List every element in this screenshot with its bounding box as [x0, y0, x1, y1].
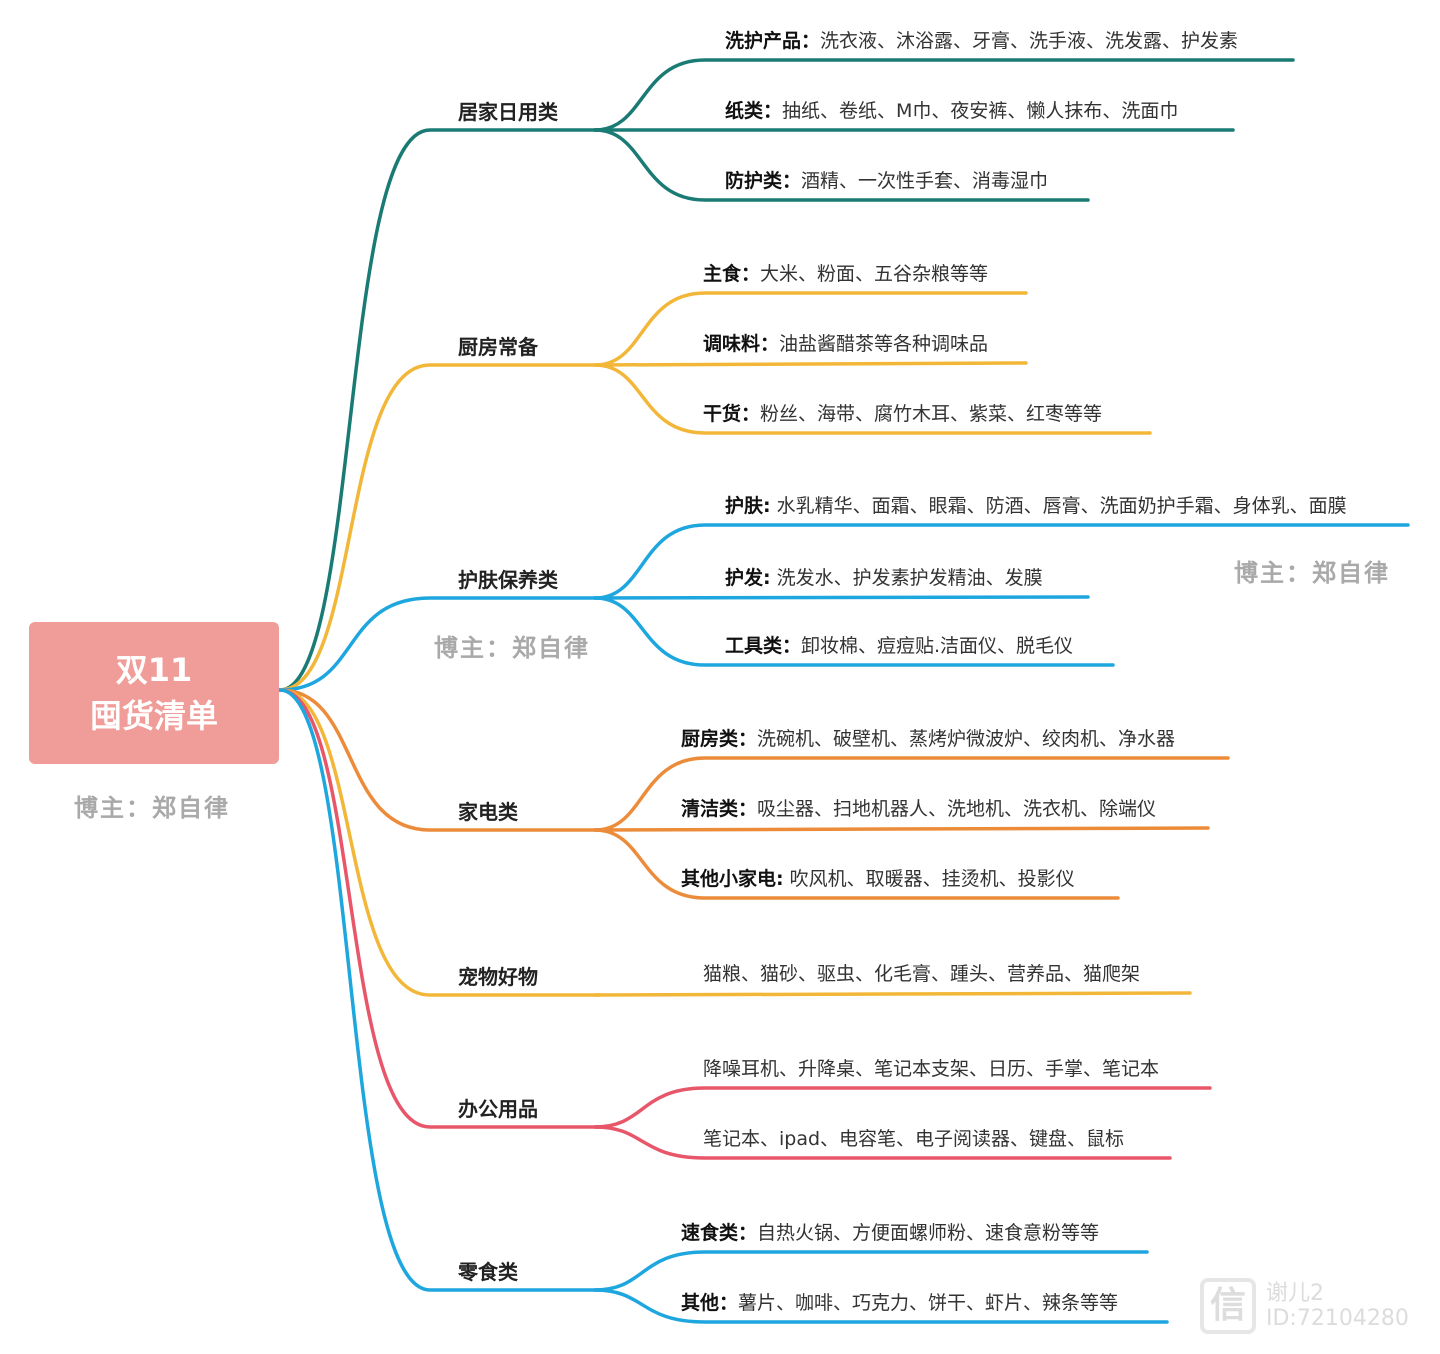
leaf-items: 卸妆棉、痘痘贴.洁面仪、脱毛仪: [801, 635, 1074, 657]
root-node: 双11 囤货清单: [29, 622, 279, 764]
leaf-connector: [593, 363, 1152, 435]
leaf-category: 厨房类：: [681, 728, 758, 750]
root-title-line1: 双11: [115, 651, 193, 689]
watermark-text: 博主：郑自律: [74, 794, 230, 822]
branch-connector: [278, 688, 602, 832]
leaf-node: 主食：大米、粉面、五谷杂粮等等: [703, 259, 988, 286]
leaf-items: 抽纸、卷纸、M巾、夜安裤、懒人抹布、洗面巾: [782, 100, 1179, 122]
branch-node: 家电类: [458, 800, 518, 824]
branch-node: 办公用品: [458, 1097, 538, 1121]
leaf-category: 工具类：: [725, 635, 802, 657]
leaf-connector: [593, 596, 1115, 667]
leaf-node: 降噪耳机、升降桌、笔记本支架、日历、手掌、笔记本: [703, 1054, 1159, 1081]
leaf-category: 调味料：: [703, 333, 780, 355]
leaf-connector: [593, 1250, 1149, 1292]
root-title-line2: 囤货清单: [89, 697, 218, 735]
leaf-items: 猫粮、猫砂、驱虫、化毛膏、踵头、营养品、猫爬架: [703, 963, 1141, 985]
leaf-items: 大米、粉面、五谷杂粮等等: [760, 263, 989, 285]
leaf-connector: [593, 595, 1090, 600]
branch-connector: [278, 688, 602, 1292]
leaf-connector: [593, 128, 1090, 202]
branch-connector: [278, 596, 602, 692]
leaf-items: 酒精、一次性手套、消毒湿巾: [801, 170, 1049, 192]
corner-watermark: 信 谢儿2 ID:72104280: [1200, 1278, 1409, 1334]
leaf-category: 速食类：: [681, 1222, 758, 1244]
branch-node: 居家日用类: [458, 100, 558, 124]
leaf-items: 粉丝、海带、腐竹木耳、紫菜、红枣等等: [760, 403, 1103, 425]
leaf-items: 洗碗机、破壁机、蒸烤炉微波炉、绞肉机、净水器: [757, 728, 1176, 750]
leaf-node: 调味料：油盐酱醋茶等各种调味品: [703, 329, 988, 356]
leaf-connector: [593, 756, 1230, 832]
branch-connector: [278, 128, 602, 692]
watermark-text: 博主：郑自律: [1234, 559, 1390, 587]
leaf-node: 工具类：卸妆棉、痘痘贴.洁面仪、脱毛仪: [725, 631, 1073, 658]
leaf-items: 洗发水、护发素护发精油、发膜: [770, 567, 1043, 589]
leaf-items: 笔记本、ipad、电容笔、电子阅读器、键盘、鼠标: [703, 1128, 1125, 1150]
leaf-node: 洗护产品：洗衣液、沐浴露、牙膏、洗手液、洗发露、护发素: [725, 26, 1238, 53]
leaf-node: 其他小家电: 吹风机、取暖器、挂烫机、投影仪: [681, 864, 1075, 891]
leaf-connector: [593, 828, 1120, 900]
leaf-node: 防护类：酒精、一次性手套、消毒湿巾: [725, 166, 1048, 193]
branch-connector: [278, 363, 602, 692]
leaf-node: 护肤: 水乳精华、面霜、眼霜、防酒、唇膏、洗面奶护手霜、身体乳、面膜: [725, 491, 1347, 518]
leaf-node: 笔记本、ipad、电容笔、电子阅读器、键盘、鼠标: [703, 1124, 1124, 1151]
leaf-items: 吸尘器、扫地机器人、洗地机、洗衣机、除端仪: [757, 798, 1157, 820]
branch-node: 护肤保养类: [458, 568, 558, 592]
leaf-node: 干货：粉丝、海带、腐竹木耳、紫菜、红枣等等: [703, 399, 1102, 426]
leaf-node: 护发: 洗发水、护发素护发精油、发膜: [725, 563, 1043, 590]
branch-node: 宠物好物: [458, 965, 538, 989]
branch-connector: [278, 688, 602, 1129]
leaf-items: 油盐酱醋茶等各种调味品: [779, 333, 989, 355]
leaf-node: 速食类：自热火锅、方便面螺师粉、速食意粉等等: [681, 1218, 1099, 1245]
leaf-node: 厨房类：洗碗机、破壁机、蒸烤炉微波炉、绞肉机、净水器: [681, 724, 1175, 751]
leaf-category: 干货：: [703, 403, 761, 425]
leaf-category: 防护类：: [725, 170, 802, 192]
leaf-items: 吹风机、取暖器、挂烫机、投影仪: [783, 868, 1075, 890]
leaf-category: 纸类：: [725, 100, 783, 122]
leaf-connector: [593, 523, 1410, 600]
corner-watermark-name: 谢儿2: [1266, 1281, 1324, 1306]
leaf-items: 洗衣液、沐浴露、牙膏、洗手液、洗发露、护发素: [820, 30, 1239, 52]
branch-node: 零食类: [458, 1260, 518, 1284]
leaf-category: 其他小家电:: [681, 868, 784, 890]
branch-connector: [278, 688, 602, 997]
watermark-text: 博主：郑自律: [434, 634, 590, 662]
leaf-category: 清洁类：: [681, 798, 758, 820]
corner-watermark-id: ID:72104280: [1266, 1306, 1409, 1331]
leaf-node: 猫粮、猫砂、驱虫、化毛膏、踵头、营养品、猫爬架: [703, 959, 1140, 986]
leaf-category: 护肤:: [725, 495, 771, 517]
branch-node: 厨房常备: [458, 335, 538, 359]
leaf-connector: [593, 991, 1192, 997]
leaf-connector: [593, 1086, 1212, 1129]
leaf-connector: [593, 291, 1028, 367]
leaf-items: 薯片、咖啡、巧克力、饼干、虾片、辣条等等: [738, 1292, 1119, 1314]
leaf-node: 其他：薯片、咖啡、巧克力、饼干、虾片、辣条等等: [681, 1288, 1118, 1315]
leaf-node: 清洁类：吸尘器、扫地机器人、洗地机、洗衣机、除端仪: [681, 794, 1156, 821]
leaf-connector: [593, 361, 1028, 367]
leaf-items: 降噪耳机、升降桌、笔记本支架、日历、手掌、笔记本: [703, 1058, 1160, 1080]
leaf-node: 纸类：抽纸、卷纸、M巾、夜安裤、懒人抹布、洗面巾: [725, 96, 1178, 123]
leaf-connector: [593, 58, 1295, 132]
leaf-connector: [593, 826, 1210, 832]
leaf-category: 护发:: [725, 567, 771, 589]
leaf-category: 主食：: [703, 263, 761, 285]
leaf-items: 水乳精华、面霜、眼霜、防酒、唇膏、洗面奶护手霜、身体乳、面膜: [770, 495, 1347, 517]
leaf-connector: [593, 1288, 1169, 1324]
leaf-connector: [593, 1125, 1172, 1160]
toutiao-logo-icon: 信: [1200, 1278, 1256, 1334]
leaf-category: 洗护产品：: [725, 30, 821, 52]
leaf-items: 自热火锅、方便面螺师粉、速食意粉等等: [757, 1222, 1100, 1244]
leaf-category: 其他：: [681, 1292, 739, 1314]
